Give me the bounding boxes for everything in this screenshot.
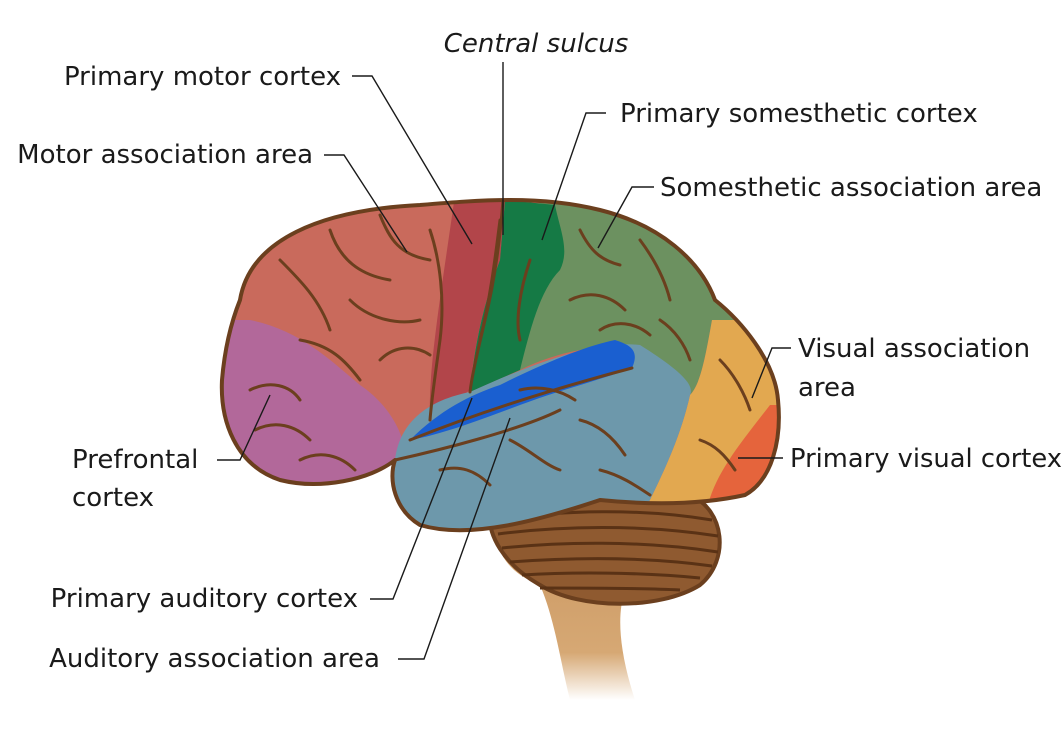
visual-association-area-label-line1: Visual association bbox=[798, 334, 1030, 364]
prefrontal-cortex-label-line2: cortex bbox=[72, 483, 154, 513]
prefrontal-cortex-label-line1: Prefrontal bbox=[72, 445, 198, 475]
auditory-association-area-region bbox=[392, 344, 691, 531]
central-sulcus-label: Central sulcus bbox=[444, 29, 629, 59]
leader-lines bbox=[217, 62, 791, 660]
motor-association-area-label: Motor association area bbox=[17, 140, 313, 170]
primary-auditory-cortex-label: Primary auditory cortex bbox=[51, 584, 358, 614]
somesthetic-association-area-label: Somesthetic association area bbox=[660, 173, 1042, 203]
visual-association-area-label-line2: area bbox=[798, 373, 856, 403]
auditory-association-area-label: Auditory association area bbox=[49, 644, 380, 674]
primary-motor-cortex-label: Primary motor cortex bbox=[64, 62, 341, 92]
primary-somesthetic-cortex-region bbox=[470, 200, 565, 392]
primary-visual-cortex-label: Primary visual cortex bbox=[790, 444, 1062, 474]
primary-somesthetic-cortex-label: Primary somesthetic cortex bbox=[620, 99, 978, 129]
cerebrum-outline bbox=[219, 198, 781, 533]
primary-motor-cortex-region bbox=[429, 200, 505, 420]
